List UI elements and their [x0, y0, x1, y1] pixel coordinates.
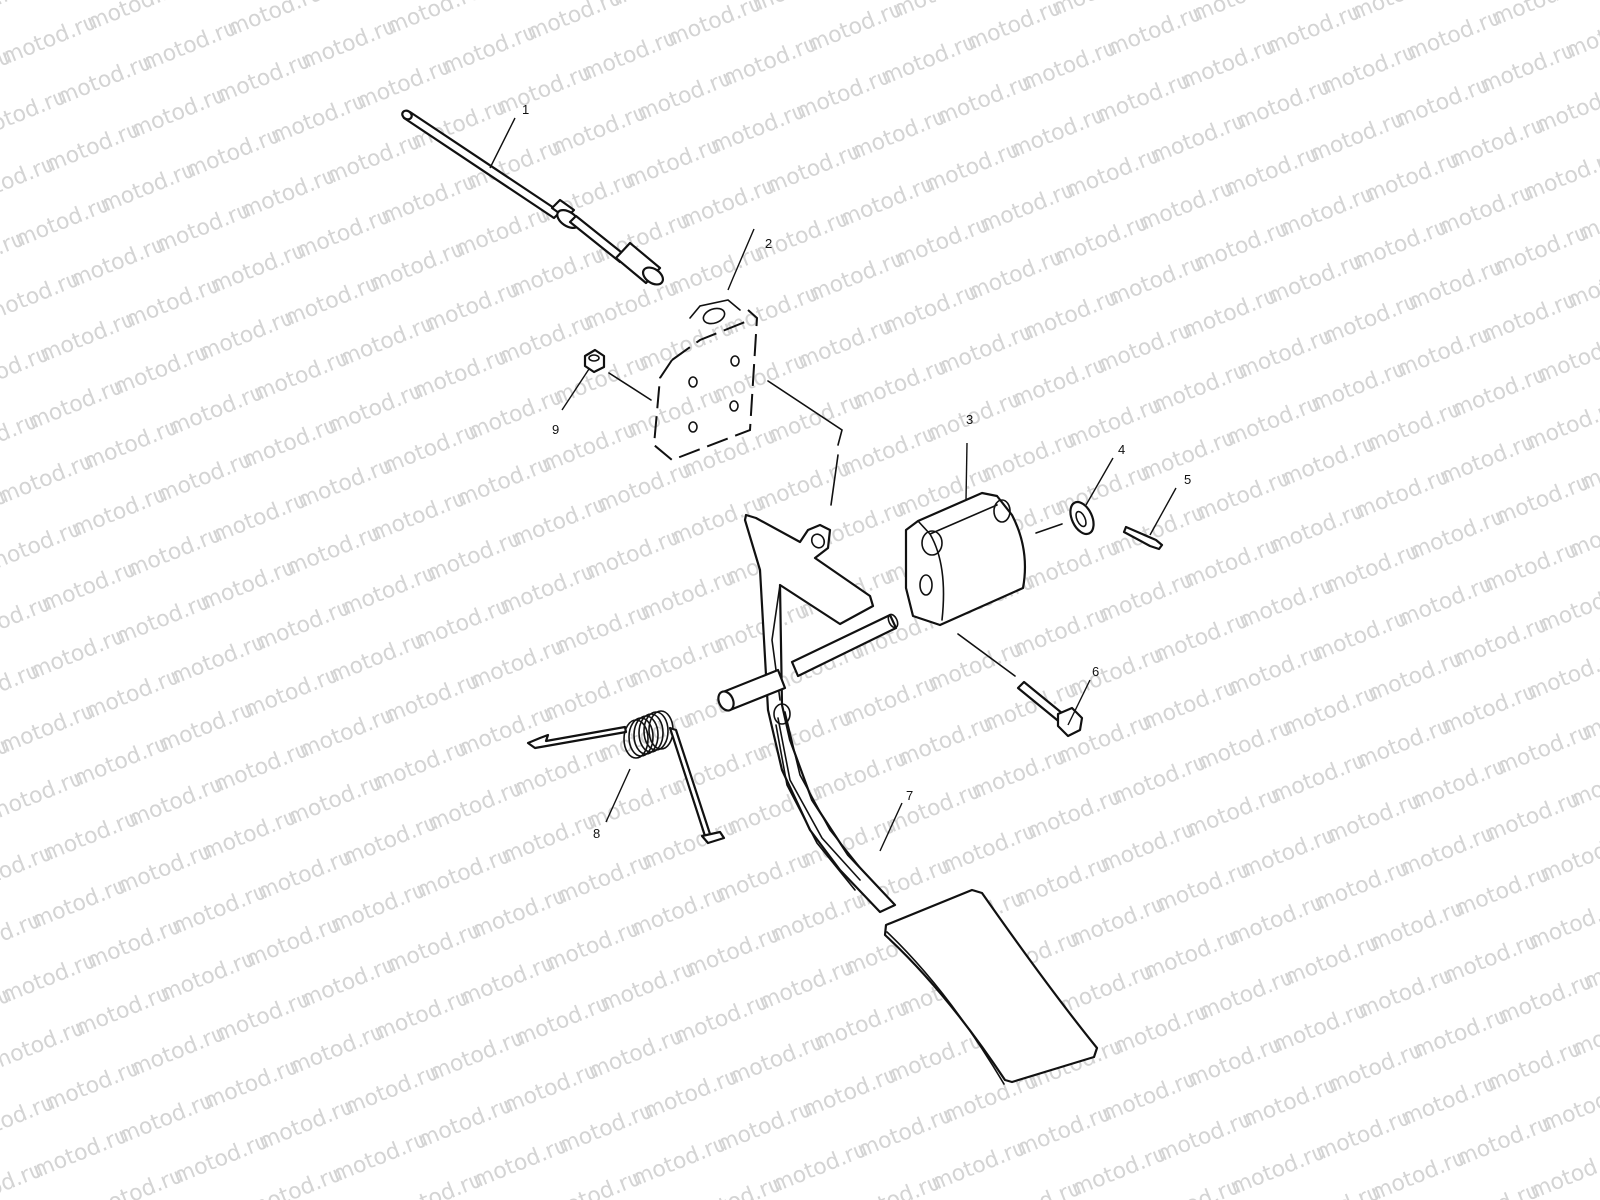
- callout-8: 8: [593, 826, 600, 841]
- pivot-shaft: [717, 613, 899, 712]
- callout-3: 3: [966, 412, 973, 427]
- callout-5: 5: [1184, 472, 1191, 487]
- callout-4: 4: [1118, 442, 1125, 457]
- part-9-nut: [583, 348, 606, 374]
- part-7-pedal-pad: [883, 888, 1099, 1085]
- part-7-pedal-arm: [743, 513, 897, 914]
- callout-7: 7: [906, 788, 913, 803]
- part-4-washer: [1069, 500, 1095, 536]
- part-2-bracket-plate: [652, 299, 759, 462]
- leader-lines: [489, 117, 1177, 852]
- callout-2: 2: [765, 236, 772, 251]
- part-8-torsion-spring: [526, 710, 726, 845]
- part-5-cotter-pin: [1122, 525, 1164, 551]
- callout-1: 1: [522, 102, 529, 117]
- callout-9: 9: [552, 422, 559, 437]
- callout-6: 6: [1092, 664, 1099, 679]
- part-3-pivot-block: [904, 491, 1026, 627]
- part-1-push-rod: [401, 109, 665, 286]
- part-6-bolt: [1016, 680, 1084, 738]
